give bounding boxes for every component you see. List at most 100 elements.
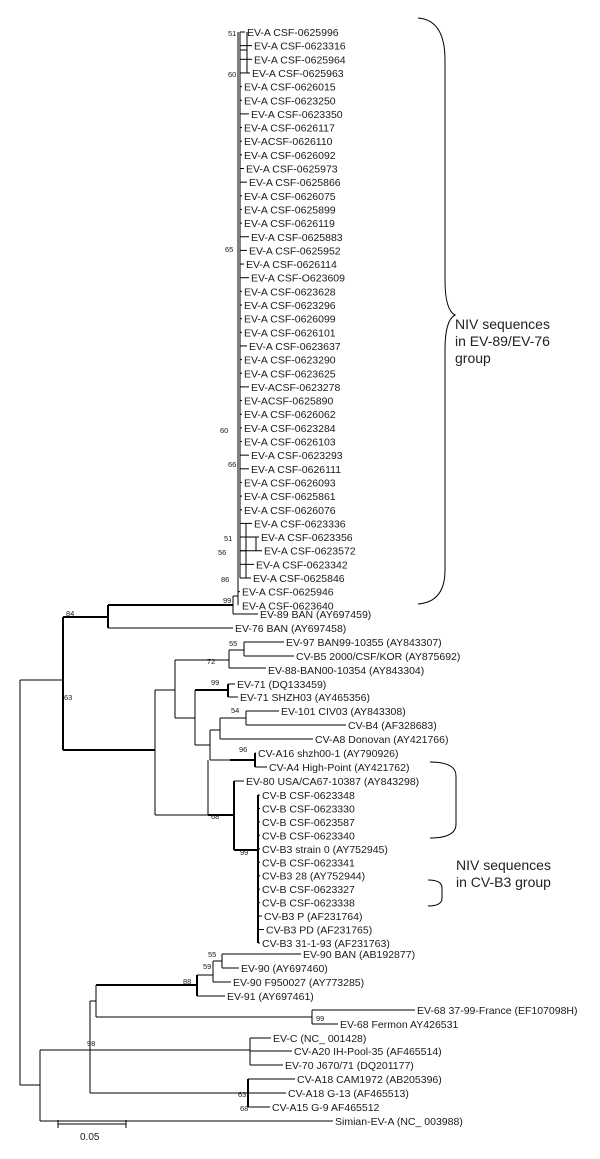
annotation-group1-line3: group — [455, 350, 491, 366]
leaf-label-ev-a: EV-A CSF-0626114 — [246, 259, 337, 271]
bootstrap-value: 96 — [239, 745, 247, 754]
leaf-label-ev-a: EV-A CSF-0625963 — [252, 68, 344, 80]
leaf-label-reference: CV-A4 High-Point (AY421762) — [269, 762, 409, 774]
leaf-label-ev-a: EV-A CSF-0623316 — [254, 41, 346, 53]
annotation-group1-line2: in EV-89/EV-76 — [455, 333, 550, 349]
leaf-label-bottom: EV-90 BAN (AB192877) — [303, 949, 415, 961]
leaf-label-ev-a: EV-A CSF-0623293 — [251, 450, 343, 462]
leaf-label-ev-a: EV-A CSF-0623342 — [256, 559, 348, 571]
bootstrap-value: 99 — [316, 1014, 324, 1023]
leaf-label-ev-a: EV-A CSF-0623336 — [254, 518, 346, 530]
leaf-label-ev-a: EV-A CSF-0626101 — [244, 327, 336, 339]
bootstrap-value: 84 — [66, 609, 74, 618]
bootstrap-value: 99 — [211, 678, 219, 687]
leaf-label-ev-a: EV-A CSF-0623290 — [244, 355, 336, 367]
leaf-label-cv-b: CV-B CSF-0623327 — [262, 884, 355, 896]
leaf-label-ev-a: EV-A CSF-0623572 — [264, 546, 356, 558]
leaf-label-ev-a: EV-A CSF-0623350 — [251, 109, 343, 121]
leaf-label-bottom: EV-91 (AY697461) — [227, 991, 314, 1003]
leaf-label-ev-a: EV-A CSF-0625973 — [246, 164, 338, 176]
bootstrap-value: 63 — [64, 693, 72, 702]
leaf-label-bottom: CV-A20 IH-Pool-35 (AF465514) — [294, 1046, 442, 1058]
leaf-label-ev-a: EV-A CSF-0623284 — [244, 423, 336, 435]
bootstrap-value: 68 — [240, 1104, 248, 1113]
leaf-label-cv-b: CV-B3 28 (AY752944) — [262, 871, 365, 883]
bootstrap-value: 98 — [87, 1039, 95, 1048]
bootstrap-value: 54 — [231, 706, 239, 715]
leaf-label-ev-a: EV-A CSF-0623640 — [242, 600, 334, 612]
group-brace-cvb-lower — [427, 879, 443, 907]
leaf-label-reference: EV-71 SHZH03 (AY465356) — [240, 692, 370, 704]
leaf-label-ev76: EV-76 BAN (AY697458) — [235, 623, 346, 635]
leaf-label-bottom: CV-A18 CAM1972 (AB205396) — [297, 1074, 442, 1086]
leaf-label-cv-b: CV-B CSF-0623340 — [262, 830, 355, 842]
leaf-label-ev-a: EV-A CSF-0625996 — [247, 27, 339, 39]
leaf-label-reference: EV-88-BAN00-10354 (AY843304) — [268, 665, 424, 677]
leaf-label-ev-a: EV-A CSF-0623296 — [244, 300, 336, 312]
bootstrap-value: 55 — [208, 950, 216, 959]
scale-bar-label: 0.05 — [80, 1132, 100, 1143]
bootstrap-values: 5160656066515686998455726399549668995559… — [64, 29, 324, 1113]
leaf-label-reference: CV-B5 2000/CSF/KOR (AY875692) — [296, 651, 460, 663]
leaf-label-ev-a: EV-ACSF-0626110 — [244, 136, 333, 148]
leaf-label-ev-a: EV-A CSF-0623628 — [244, 286, 336, 298]
bootstrap-value: 56 — [218, 548, 226, 557]
leaf-label-ev-a: EV-A CSF-0623625 — [244, 368, 336, 380]
leaf-label-reference: CV-A8 Donovan (AY421766) — [315, 734, 448, 746]
leaf-label-cv-b: CV-B CSF-0623330 — [262, 803, 355, 815]
bootstrap-value: 51 — [224, 534, 232, 543]
bootstrap-value: 65 — [225, 245, 233, 254]
leaf-label-ev-a: EV-A CSF-0626093 — [244, 477, 336, 489]
bootstrap-value: 68 — [211, 812, 219, 821]
leaf-label-cv-b: CV-B3 31-1-93 (AF231763) — [262, 938, 390, 950]
bootstrap-value: 86 — [221, 575, 229, 584]
leaf-label-cv-b: CV-B CSF-0623341 — [262, 857, 355, 869]
leaf-label-ev-a: EV-A CSF-0625866 — [249, 177, 341, 189]
leaf-label-ev-a: EV-A CSF-0626119 — [244, 218, 335, 230]
leaf-label-bottom: EV-68 Fermon AY426531 — [340, 1019, 458, 1031]
leaf-label-ev-a: EV-A CSF-0625946 — [242, 587, 334, 599]
leaf-label-ev-a: EV-A CSF-0626076 — [244, 505, 336, 517]
bootstrap-value: 55 — [229, 639, 237, 648]
leaf-label-ev-a: EV-A CSF-0626117 — [244, 123, 335, 135]
leaf-label-cv-b: CV-B CSF-0623587 — [262, 817, 355, 829]
leaf-label-ev-a: EV-A CSF-0626111 — [251, 464, 341, 476]
leaf-label-ev-a: EV-A CSF-0626099 — [244, 314, 336, 326]
leaf-label-bottom: Simian-EV-A (NC_ 003988) — [335, 1116, 463, 1128]
leaf-label-cv-b: CV-B3 P (AF231764) — [264, 911, 362, 923]
leaf-label-ev-a: EV-A CSF-0623250 — [244, 95, 336, 107]
leaf-label-ev-a: EV-A CSF-0623637 — [249, 341, 341, 353]
leaf-label-ev-a: EV-A CSF-O623609 — [251, 273, 345, 285]
leaf-label-ev-a: EV-A CSF-0626062 — [244, 409, 336, 421]
bootstrap-value: 99 — [240, 848, 248, 857]
leaf-label-reference: CV-A16 shzh00-1 (AY790926) — [258, 748, 398, 760]
leaf-label-bottom: EV-90 (AY697460) — [241, 963, 328, 975]
leaf-label-reference: CV-B4 (AF328683) — [348, 720, 437, 732]
leaf-label-cv-b: CV-B3 PD (AF231765) — [266, 925, 372, 937]
leaf-label-ev-a: EV-A CSF-0626015 — [244, 82, 336, 94]
leaf-label-cv-b: CV-B CSF-0623338 — [262, 898, 355, 910]
leaf-label-bottom: EV-68 37-99-France (EF107098H) — [417, 1005, 578, 1017]
leaf-label-cv-b: CV-B CSF-0623348 — [262, 790, 355, 802]
bootstrap-value: 63 — [238, 1090, 246, 1099]
leaf-label-cv-b: CV-B3 strain 0 (AY752945) — [262, 844, 388, 856]
bootstrap-value: 66 — [228, 460, 236, 469]
leaf-label-reference: EV-101 CIV03 (AY843308) — [281, 706, 406, 718]
bootstrap-value: 59 — [203, 962, 211, 971]
bootstrap-value: 51 — [228, 29, 236, 38]
leaf-label-bottom: EV-70 J670/71 (DQ201177) — [285, 1060, 414, 1072]
leaf-label-reference: EV-71 (DQ133459) — [237, 679, 326, 691]
leaf-label-ev-a: EV-A CSF-0623356 — [261, 532, 353, 544]
leaf-label-ev-a: EV-A CSF-0625883 — [251, 232, 343, 244]
bootstrap-value: 60 — [220, 426, 228, 435]
leaf-label-ev-a: EV-A CSF-0626103 — [244, 437, 336, 449]
bootstrap-value: 99 — [223, 596, 231, 605]
leaf-label-ev-a: EV-A CSF-0626092 — [244, 150, 336, 162]
leaf-label-ev-a: EV-ACSF-0623278 — [251, 382, 340, 394]
annotation-group2-line1: NIV sequences — [456, 857, 551, 873]
leaf-label-ev-a: EV-A CSF-0625846 — [253, 573, 345, 585]
leaf-label-ev-a: EV-A CSF-0625952 — [249, 245, 341, 257]
leaf-label-bottom: EV-C (NC_ 001428) — [273, 1033, 366, 1045]
leaf-label-ev-a: EV-A CSF-0625964 — [254, 54, 346, 66]
